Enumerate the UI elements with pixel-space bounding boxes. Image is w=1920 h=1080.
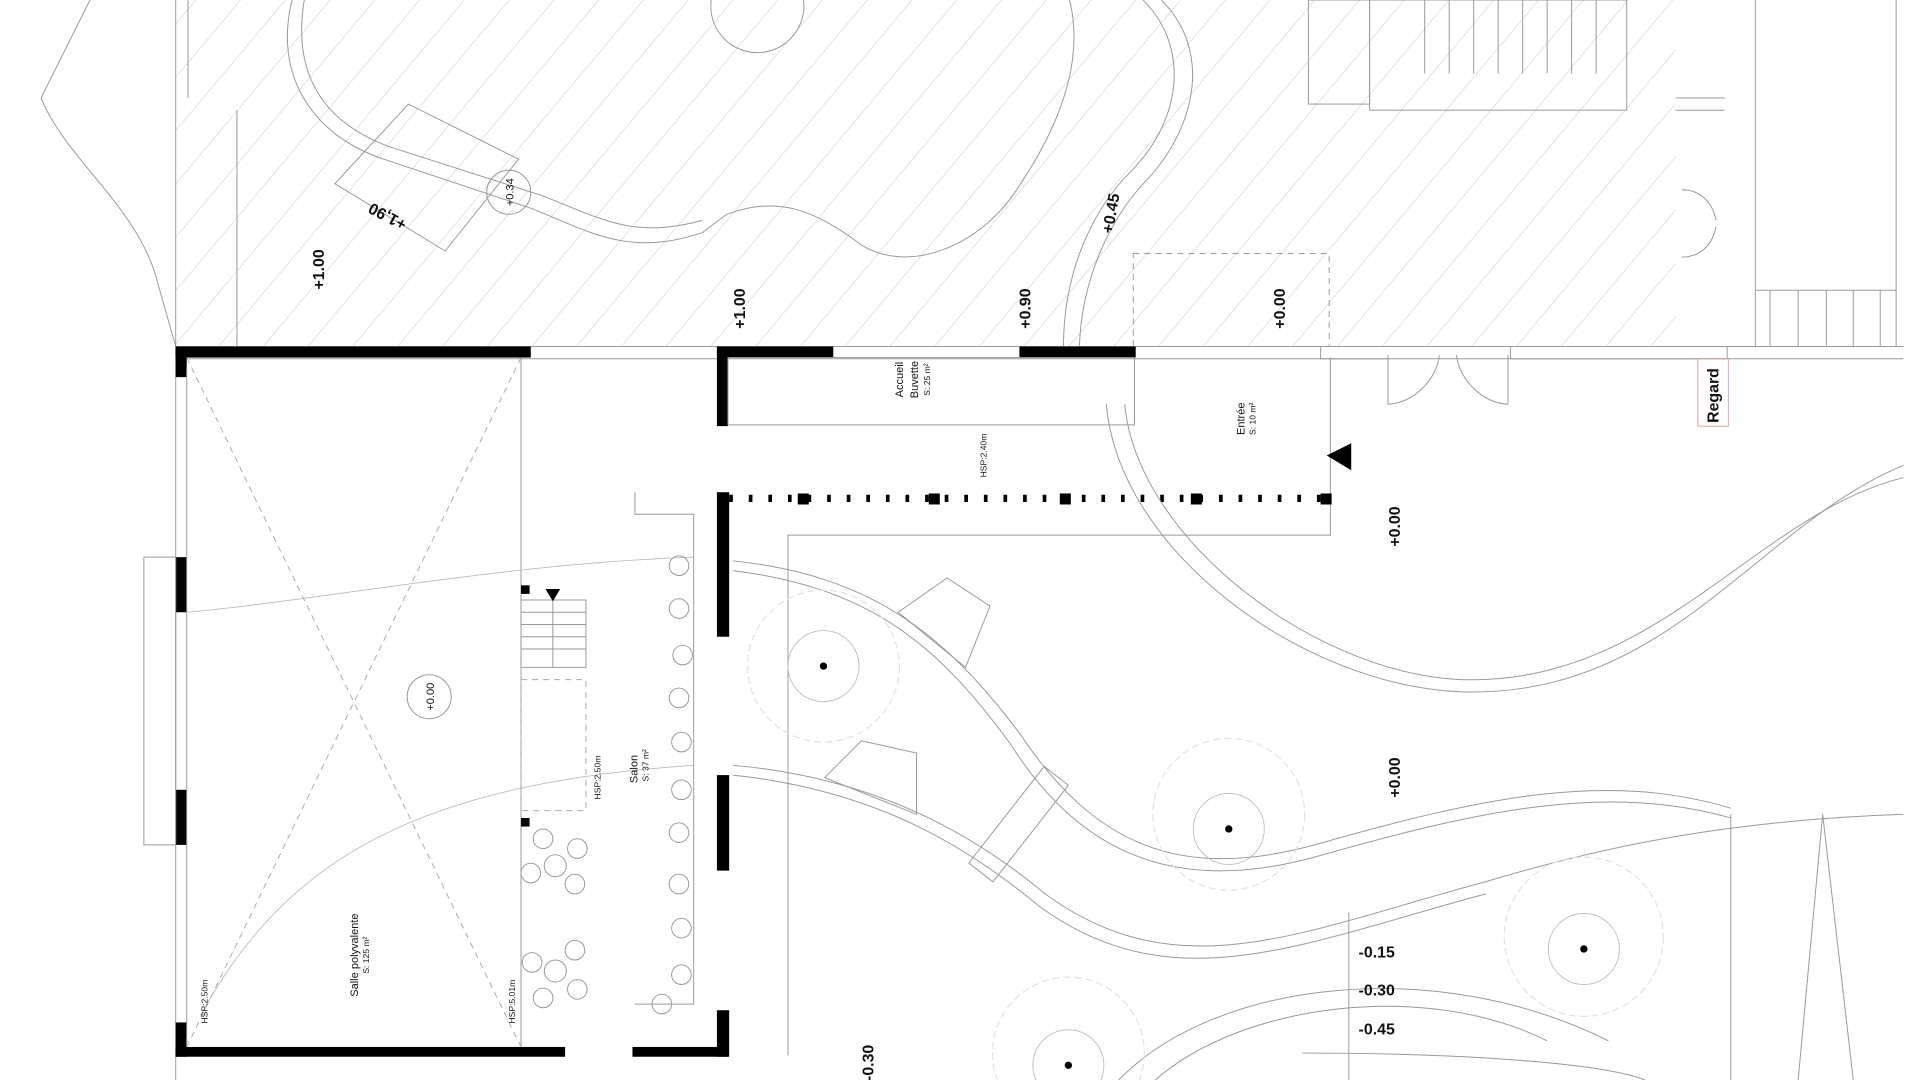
room-name: Buvette [909, 361, 921, 398]
level-marker-circle [486, 169, 532, 215]
room-labels: Accueil Buvette S: 25 m² Entrée S: 10 m²… [200, 361, 1258, 1024]
level-label: +0.45 [1100, 192, 1124, 235]
level-label: +0.90 [1017, 288, 1034, 328]
level-label: -0.30 [1359, 983, 1395, 1000]
room-area: S: 10 m² [1248, 402, 1258, 435]
salle-void-lines [186, 357, 694, 1048]
level-label: +1.00 [732, 288, 749, 328]
window-wall [729, 443, 1352, 505]
level-label: +0.00 [1387, 506, 1404, 546]
ceiling-height: HSP:2.40m [978, 434, 988, 478]
garden-paths [732, 404, 1904, 1080]
room-name: Accueil [894, 362, 906, 398]
level-label: -0.45 [1359, 1022, 1395, 1039]
room-name: Entrée [1236, 403, 1248, 435]
level-label: -0.15 [1359, 945, 1395, 962]
room-area: S: 25 m² [922, 363, 932, 396]
room-area: S: 125 m² [361, 936, 371, 973]
walls [143, 346, 1729, 1057]
furniture [520, 555, 693, 1015]
ceiling-height: HSP:2.50m [593, 756, 603, 800]
level-label: +0.00 [425, 683, 437, 711]
level-marker-circle [406, 674, 452, 720]
regard-label: Regard [1706, 368, 1723, 423]
level-label: -0.30 [861, 1045, 878, 1080]
level-label: +0.00 [1387, 757, 1404, 797]
level-label: +0.34 [505, 178, 517, 206]
staircase [520, 585, 587, 827]
level-label: +0.00 [1272, 288, 1289, 328]
ceiling-height: HSP:2.50m [200, 980, 210, 1024]
entrance-arrow-icon [1326, 443, 1352, 471]
ceiling-height: HSP:5.01m [507, 980, 517, 1024]
room-name: Salle polyvalente [349, 913, 361, 996]
room-area: S: 37 m² [640, 749, 650, 782]
room-name: Salon [628, 755, 640, 783]
level-label: +1.00 [311, 249, 328, 289]
terrace-hatch [175, 0, 1725, 347]
